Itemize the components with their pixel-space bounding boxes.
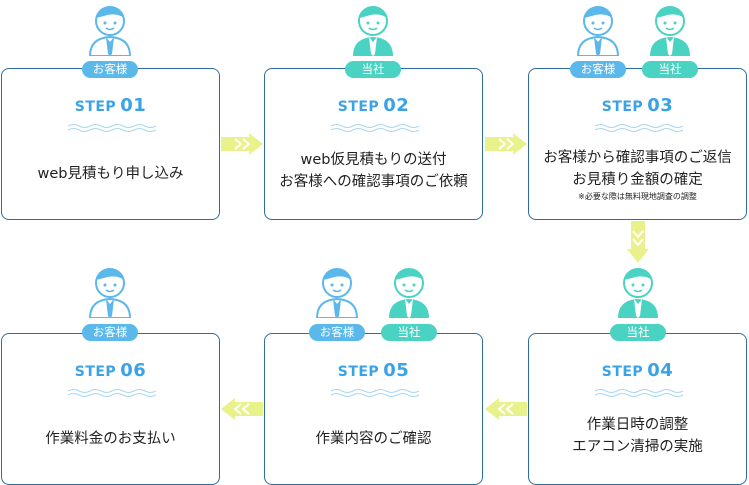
company-badge: 当社 <box>381 324 437 341</box>
step-description: web仮見積もりの送付 お客様への確認事項のご依頼 <box>279 152 468 190</box>
wave-divider <box>68 389 156 397</box>
customer-badge: お客様 <box>309 324 365 341</box>
company-badge: 当社 <box>642 61 698 78</box>
customer-person-icon <box>86 4 134 56</box>
arrow-right-2-3 <box>485 133 527 155</box>
wave-divider <box>68 124 156 132</box>
customer-badge: お客様 <box>570 61 626 78</box>
arrow-down-3-4 <box>627 221 649 263</box>
customer-person-icon <box>574 4 622 56</box>
company-person-icon <box>349 4 397 56</box>
company-person-icon <box>614 266 662 318</box>
company-badge: 当社 <box>610 324 666 341</box>
step-description: 作業内容のご確認 <box>315 431 432 447</box>
customer-person-icon <box>86 266 134 318</box>
customer-badge: お客様 <box>82 61 138 78</box>
company-person-icon <box>646 4 694 56</box>
wave-divider <box>595 389 683 397</box>
step-description: web見積もり申し込み <box>37 166 184 182</box>
arrow-left-5-6 <box>221 398 263 420</box>
company-badge: 当社 <box>345 61 401 78</box>
step-description: 作業料金のお支払い <box>45 431 176 447</box>
arrow-right-1-2 <box>221 133 263 155</box>
customer-person-icon <box>313 266 361 318</box>
customer-badge: お客様 <box>82 324 138 341</box>
wave-divider <box>595 124 683 132</box>
step-description: お客様から確認事項のご返信 お見積り金額の確定 ※必要な際は無料現地調査の調整 <box>529 147 746 203</box>
step-note: ※必要な際は無料現地調査の調整 <box>578 192 697 201</box>
wave-divider <box>331 389 419 397</box>
step-description: 作業日時の調整 エアコン清掃の実施 <box>572 417 703 455</box>
arrow-left-4-5 <box>485 398 527 420</box>
wave-divider <box>331 124 419 132</box>
company-person-icon <box>385 266 433 318</box>
